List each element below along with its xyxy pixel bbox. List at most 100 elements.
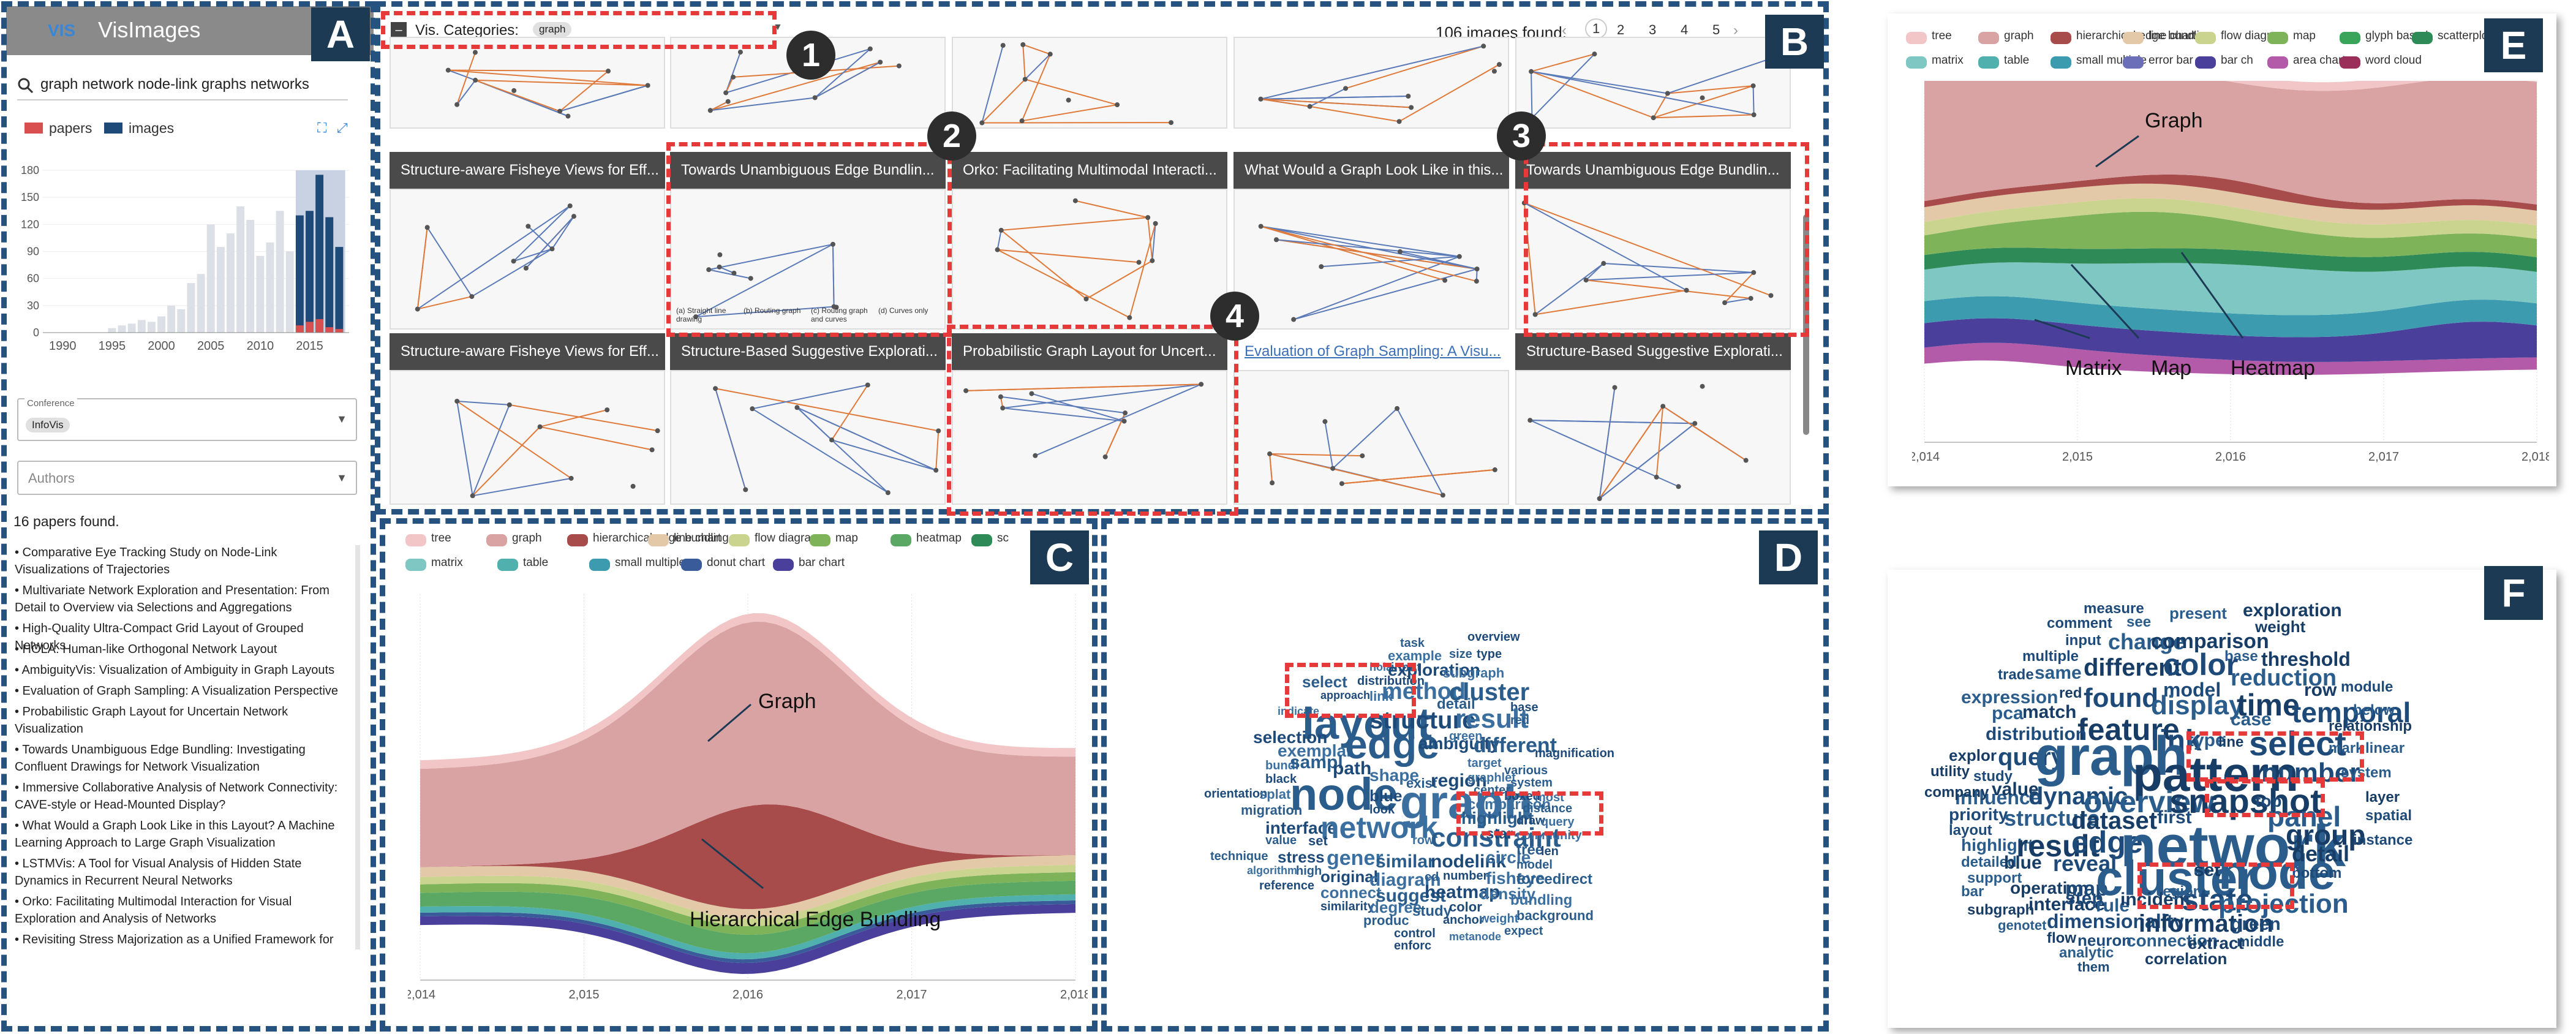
legend-item-label[interactable]: line chart — [2149, 29, 2196, 42]
word-cloud-word[interactable]: system — [1510, 776, 1553, 790]
word-cloud-word[interactable]: detailed — [1961, 854, 2017, 870]
hist-bar[interactable] — [167, 305, 176, 333]
legend-item-label[interactable]: tree — [431, 532, 451, 545]
word-cloud-word[interactable]: model — [1516, 858, 1553, 872]
hist-bar[interactable] — [177, 309, 186, 333]
word-cloud-word[interactable]: len — [1541, 845, 1559, 858]
word-cloud-word[interactable]: splat — [1259, 787, 1291, 802]
word-cloud-word[interactable]: cluster — [2096, 851, 2257, 905]
image-title-bar[interactable]: Structure-Based Suggestive Explorati... — [1515, 333, 1791, 370]
prev-page-icon[interactable]: ‹ — [1562, 22, 1567, 39]
word-cloud-word[interactable]: display — [2151, 690, 2244, 720]
word-cloud-word[interactable]: similar — [1376, 851, 1435, 872]
word-cloud-word[interactable]: structure — [2004, 806, 2100, 831]
word-cloud-word[interactable]: connect — [1320, 883, 1382, 902]
word-cloud-word[interactable]: bar — [1961, 883, 1984, 900]
stream-layer-scatterplot[interactable] — [1924, 247, 2537, 272]
image-thumbnail[interactable] — [670, 189, 946, 330]
word-cloud-word[interactable]: overview — [1467, 630, 1520, 644]
image-thumbnail[interactable] — [1233, 189, 1509, 330]
word-cloud-word[interactable]: linear — [2365, 740, 2405, 757]
page-5[interactable]: 5 — [1712, 22, 1720, 37]
image-title-bar[interactable]: What Would a Graph Look Like in this... — [1233, 152, 1509, 189]
word-cloud-word[interactable]: mark — [2329, 740, 2364, 757]
stream-layer-flow-diagram[interactable] — [1924, 198, 2537, 239]
word-cloud-word[interactable]: relationship — [2329, 718, 2412, 734]
image-title-bar[interactable]: Evaluation of Graph Sampling: A Visu... — [1233, 333, 1509, 370]
word-cloud-word[interactable]: spatial — [2365, 807, 2412, 824]
image-title-bar[interactable]: Probabilistic Graph Layout for Uncert... — [952, 333, 1227, 370]
word-cloud-word[interactable]: forcedirect — [1516, 871, 1593, 888]
word-cloud-word[interactable]: layout — [1302, 700, 1433, 749]
top-image-thumbnail[interactable] — [390, 37, 665, 129]
stream-layer-hierarchical-edge-bundling[interactable] — [420, 804, 1075, 910]
word-cloud-word[interactable]: interface — [2028, 894, 2106, 915]
legend-item-label[interactable]: word cloud — [2365, 54, 2422, 67]
word-cloud-word[interactable]: node — [1290, 769, 1398, 820]
word-cloud-word[interactable]: draw — [1516, 814, 1545, 828]
word-cloud-word[interactable]: row — [1412, 834, 1434, 847]
hist-paper-bar[interactable] — [315, 319, 324, 333]
image-thumbnail[interactable] — [390, 370, 665, 505]
word-cloud-word[interactable]: highlight — [1461, 809, 1534, 828]
word-cloud-word[interactable]: type — [1477, 647, 1502, 661]
word-cloud-word[interactable]: explor — [1949, 746, 1997, 764]
word-cloud-word[interactable]: diagram — [1369, 870, 1441, 890]
word-cloud-word[interactable]: sampl — [1290, 752, 1343, 772]
page-4[interactable]: 4 — [1681, 22, 1689, 37]
word-cloud-word[interactable]: rule — [2096, 896, 2130, 916]
word-cloud-word[interactable]: example — [1388, 648, 1442, 663]
word-cloud-word[interactable]: cluster — [1449, 679, 1530, 706]
word-cloud-word[interactable]: blue — [1369, 787, 1403, 805]
word-cloud-word[interactable]: query — [1541, 815, 1575, 829]
word-cloud-word[interactable]: task — [1400, 636, 1425, 650]
hist-bar[interactable] — [147, 322, 156, 333]
image-title-bar[interactable]: Structure-aware Fisheye Views for Eff... — [390, 152, 665, 189]
word-cloud-word[interactable]: match — [2022, 702, 2077, 722]
word-cloud-word[interactable]: region — [1431, 771, 1487, 791]
legend-item-label[interactable]: line chart — [674, 532, 721, 545]
next-page-icon[interactable]: › — [1733, 22, 1738, 39]
word-cloud-word[interactable]: comparison — [2151, 630, 2269, 653]
word-cloud-word[interactable]: weight — [1480, 912, 1519, 926]
word-cloud-word[interactable]: instance — [2353, 832, 2413, 848]
word-cloud-word[interactable]: stress — [1278, 848, 1325, 866]
hist-bar[interactable] — [256, 255, 265, 333]
paper-list-item[interactable]: • Orko: Facilitating Multimodal Interact… — [15, 895, 292, 926]
word-cloud-word[interactable]: correlation — [2145, 949, 2228, 968]
legend-item-label[interactable]: flow diagram — [755, 532, 821, 545]
word-cloud-word[interactable]: heatmap — [1425, 882, 1501, 902]
stream-layer-bar-ch[interactable] — [1924, 318, 2537, 362]
word-cloud-word[interactable]: highlight — [1961, 836, 2034, 855]
expand-icon[interactable]: ⤢ — [337, 120, 348, 135]
word-cloud-word[interactable]: weight — [2255, 617, 2306, 636]
legend-item-label[interactable]: table — [2004, 54, 2030, 67]
word-cloud-word[interactable]: value — [1265, 834, 1297, 847]
hist-bar[interactable] — [246, 219, 255, 333]
word-cloud-word[interactable]: subgraph — [1967, 902, 2035, 918]
word-cloud-word[interactable]: fisheye — [1486, 869, 1545, 888]
word-cloud-word[interactable]: case — [2231, 709, 2272, 730]
word-cloud-word[interactable]: green — [1449, 730, 1483, 743]
word-cloud-word[interactable]: company — [1924, 784, 1989, 801]
legend-item-label[interactable]: graph — [2004, 29, 2034, 42]
legend-item-label[interactable]: small multiple — [615, 556, 686, 569]
word-cloud-word[interactable]: snapshot — [2169, 782, 2322, 820]
word-cloud-word[interactable]: flow — [2047, 930, 2076, 946]
word-cloud-word[interactable]: ambiguity — [1418, 734, 1500, 753]
word-cloud-word[interactable]: exploration — [2243, 600, 2342, 621]
stream-layer-matrix[interactable] — [1924, 262, 2537, 315]
word-cloud-word[interactable]: dynamic — [2028, 783, 2128, 810]
word-cloud-word[interactable]: them — [2077, 959, 2110, 975]
image-title-bar[interactable]: Towards Unambiguous Edge Bundlin... — [1515, 152, 1791, 189]
hist-bar[interactable] — [197, 274, 205, 333]
word-cloud-word[interactable]: graph — [1400, 775, 1533, 829]
word-cloud-word[interactable]: distance — [1523, 802, 1573, 815]
legend-item-label[interactable]: heatmap — [916, 532, 962, 545]
word-cloud-word[interactable]: edge — [2071, 825, 2143, 859]
word-cloud-word[interactable]: black — [1265, 772, 1297, 786]
reset-icon[interactable]: ⛶ — [317, 120, 327, 135]
paper-list-item[interactable]: • Towards Unambiguous Edge Bundling: Inv… — [15, 743, 306, 774]
word-cloud-word[interactable]: temporal — [2292, 696, 2411, 728]
word-cloud-word[interactable]: exist — [1406, 776, 1437, 791]
